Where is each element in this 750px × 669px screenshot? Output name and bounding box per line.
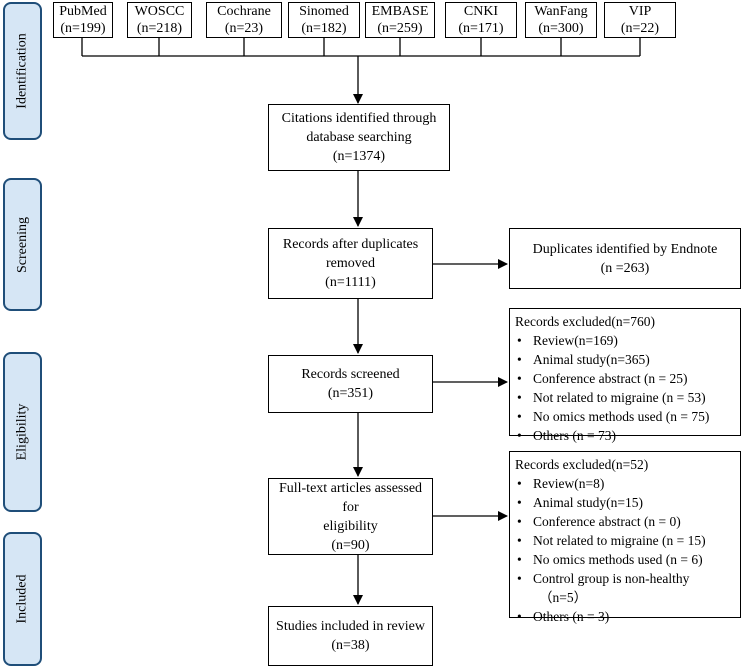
records-screened-box: Records screened (n=351) xyxy=(268,355,433,413)
duplicates-box: Duplicates identified by Endnote (n =263… xyxy=(509,228,741,289)
database-count: (n=22) xyxy=(620,21,660,36)
excluded-records-box-1: Records excluded(n=760) Review(n=169) An… xyxy=(509,308,741,445)
excluded1-item: No omics methods used (n = 75) xyxy=(515,407,735,426)
database-name: Sinomed xyxy=(299,4,349,19)
fulltext-count: (n=90) xyxy=(331,537,370,553)
stage-identification: Identification xyxy=(3,2,42,140)
studies-included-box: Studies included in review (n=38) xyxy=(268,606,433,666)
excluded2-item: No omics methods used (n = 6) xyxy=(515,550,735,569)
stage-identification-label: Identification xyxy=(14,33,30,109)
database-name: WanFang xyxy=(534,4,588,19)
excluded1-item: Conference abstract (n = 25) xyxy=(515,369,735,388)
fulltext-line2: eligibility xyxy=(323,518,378,534)
database-name: PubMed xyxy=(59,4,107,19)
included-line1: Studies included in review xyxy=(276,619,425,634)
citations-line1: Citations identified through xyxy=(281,111,437,126)
database-count: (n=23) xyxy=(224,21,264,36)
database-name: VIP xyxy=(628,4,652,19)
excluded2-item: Control group is non-healthy xyxy=(515,569,735,588)
stage-screening: Screening xyxy=(3,178,42,311)
stage-included: Included xyxy=(3,532,42,666)
database-name: Cochrane xyxy=(217,4,271,19)
excluded2-item: Review(n=8) xyxy=(515,474,735,493)
stage-included-label: Included xyxy=(14,574,30,624)
database-count: (n=171) xyxy=(458,21,504,36)
database-box-sinomed: Sinomed (n=182) xyxy=(288,2,360,38)
excluded2-item: Animal study(n=15) xyxy=(515,493,735,512)
excluded2-title: Records excluded(n=52) xyxy=(515,457,649,472)
database-box-wanfang: WanFang (n=300) xyxy=(525,2,597,38)
database-count: (n=182) xyxy=(301,21,347,36)
excluded2-continuation: （n=5） xyxy=(539,590,588,605)
screened-line1: Records screened xyxy=(301,367,400,382)
stage-eligibility-label: Eligibility xyxy=(14,403,30,461)
database-count: (n=259) xyxy=(377,21,423,36)
excluded2-item-last: Others (n = 3) xyxy=(515,607,735,626)
stage-eligibility: Eligibility xyxy=(3,352,42,512)
screened-count: (n=351) xyxy=(327,386,374,401)
excluded1-item: Others (n = 73) xyxy=(515,426,735,445)
excluded1-item: Review(n=169) xyxy=(515,331,735,350)
excluded1-item: Not related to migraine (n = 53) xyxy=(515,388,735,407)
fulltext-articles-box: Full-text articles assessed for eligibil… xyxy=(268,478,433,555)
database-box-pubmed: PubMed (n=199) xyxy=(53,2,113,38)
database-box-woscc: WOSCC (n=218) xyxy=(127,2,192,38)
fulltext-line1: Full-text articles assessed for xyxy=(278,480,423,515)
database-count: (n=300) xyxy=(538,21,584,36)
included-count: (n=38) xyxy=(331,638,370,653)
excluded-records-box-2: Records excluded(n=52) Review(n=8) Anima… xyxy=(509,451,741,626)
database-name: WOSCC xyxy=(134,4,185,19)
database-box-embase: EMBASE (n=259) xyxy=(365,2,435,38)
citations-count: (n=1374) xyxy=(332,149,386,164)
database-count: (n=218) xyxy=(136,21,183,36)
records-after-duplicates-box: Records after duplicates removed (n=1111… xyxy=(268,228,433,299)
database-name: EMBASE xyxy=(371,4,429,19)
excluded1-title: Records excluded(n=760) xyxy=(515,314,655,329)
duplicates-line1: Duplicates identified by Endnote xyxy=(532,241,718,257)
dedup-count: (n=1111) xyxy=(325,275,376,290)
dedup-line1: Records after duplicates xyxy=(282,237,419,252)
database-name: CNKI xyxy=(463,4,499,19)
citations-box: Citations identified through database se… xyxy=(268,104,450,171)
duplicates-count: (n =263) xyxy=(600,260,650,276)
excluded2-item: Not related to migraine (n = 15) xyxy=(515,531,735,550)
database-box-vip: VIP (n=22) xyxy=(604,2,676,38)
dedup-line2: removed xyxy=(326,256,375,271)
database-box-cnki: CNKI (n=171) xyxy=(445,2,517,38)
excluded2-item: Conference abstract (n = 0) xyxy=(515,512,735,531)
citations-line2: database searching xyxy=(306,130,412,145)
stage-screening-label: Screening xyxy=(14,216,30,273)
database-count: (n=199) xyxy=(60,21,106,36)
excluded1-item: Animal study(n=365) xyxy=(515,350,735,369)
database-box-cochrane: Cochrane (n=23) xyxy=(206,2,282,38)
